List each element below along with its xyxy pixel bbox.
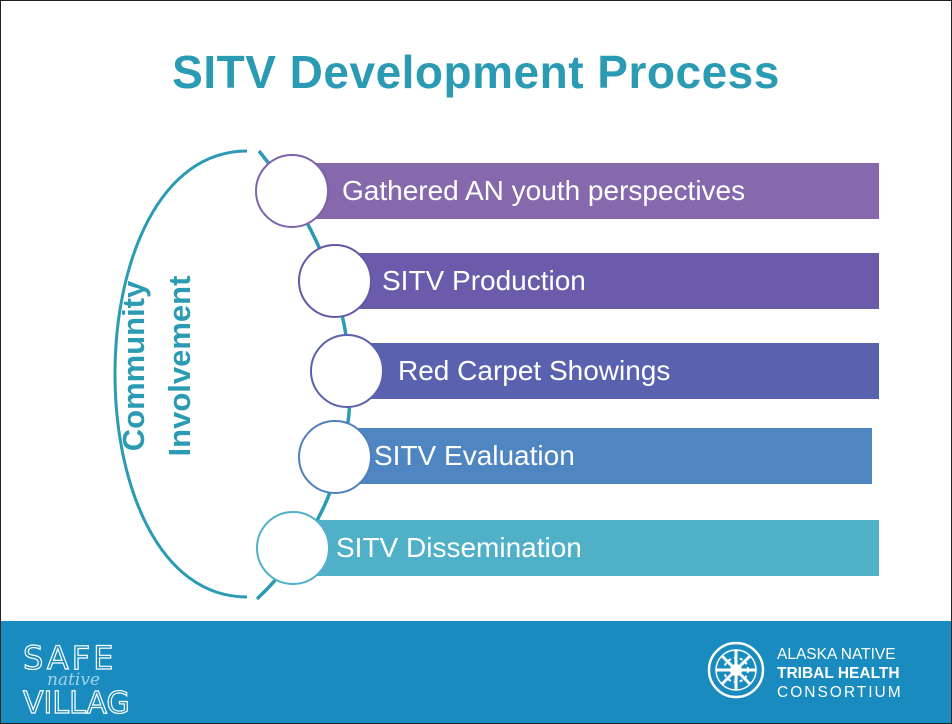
step-circle-2 bbox=[298, 244, 372, 318]
step-bar-1: Gathered AN youth perspectives bbox=[292, 163, 879, 219]
side-label-line2: Involvement bbox=[162, 275, 197, 457]
step-label: SITV Evaluation bbox=[374, 440, 575, 471]
anthc-emblem-icon bbox=[707, 641, 765, 699]
bracket-arc bbox=[113, 149, 248, 599]
step-label: SITV Dissemination bbox=[336, 532, 582, 563]
footer-banner: SAFE VILLAGE native ALASKA NATIVE TRIBAL… bbox=[1, 621, 951, 723]
step-bar-3: Red Carpet Showings bbox=[346, 343, 879, 399]
anthc-line2: TRIBAL HEALTH bbox=[777, 665, 900, 682]
step-bar-4: SITV Evaluation bbox=[334, 428, 872, 484]
safe-village-logo: SAFE VILLAGE native bbox=[22, 638, 131, 719]
slide-title: SITV Development Process bbox=[172, 46, 780, 98]
step-circle-4 bbox=[298, 420, 372, 494]
step-bar-5: SITV Dissemination bbox=[292, 520, 879, 576]
step-bar-2: SITV Production bbox=[336, 253, 879, 309]
anthc-wordmark: ALASKA NATIVE TRIBAL HEALTH CONSORTIUM bbox=[777, 645, 903, 702]
safe-logo-overlay: native bbox=[47, 670, 100, 690]
process-diagram: Community Involvement Gathered AN youth … bbox=[1, 1, 951, 611]
side-label-line1: Community bbox=[116, 280, 151, 452]
step-label: Red Carpet Showings bbox=[398, 355, 671, 386]
step-circle-1 bbox=[255, 154, 329, 228]
step-label: SITV Production bbox=[382, 265, 586, 296]
step-circle-3 bbox=[310, 334, 384, 408]
community-involvement-label: Community Involvement bbox=[111, 261, 221, 471]
step-label: Gathered AN youth perspectives bbox=[342, 175, 746, 206]
safe-logo-line2: VILLAGE bbox=[23, 686, 131, 719]
step-circle-5 bbox=[256, 511, 330, 585]
anthc-line1: ALASKA NATIVE bbox=[777, 646, 896, 663]
anthc-line3: CONSORTIUM bbox=[777, 684, 903, 701]
safe-logo-line1: SAFE bbox=[23, 639, 116, 677]
